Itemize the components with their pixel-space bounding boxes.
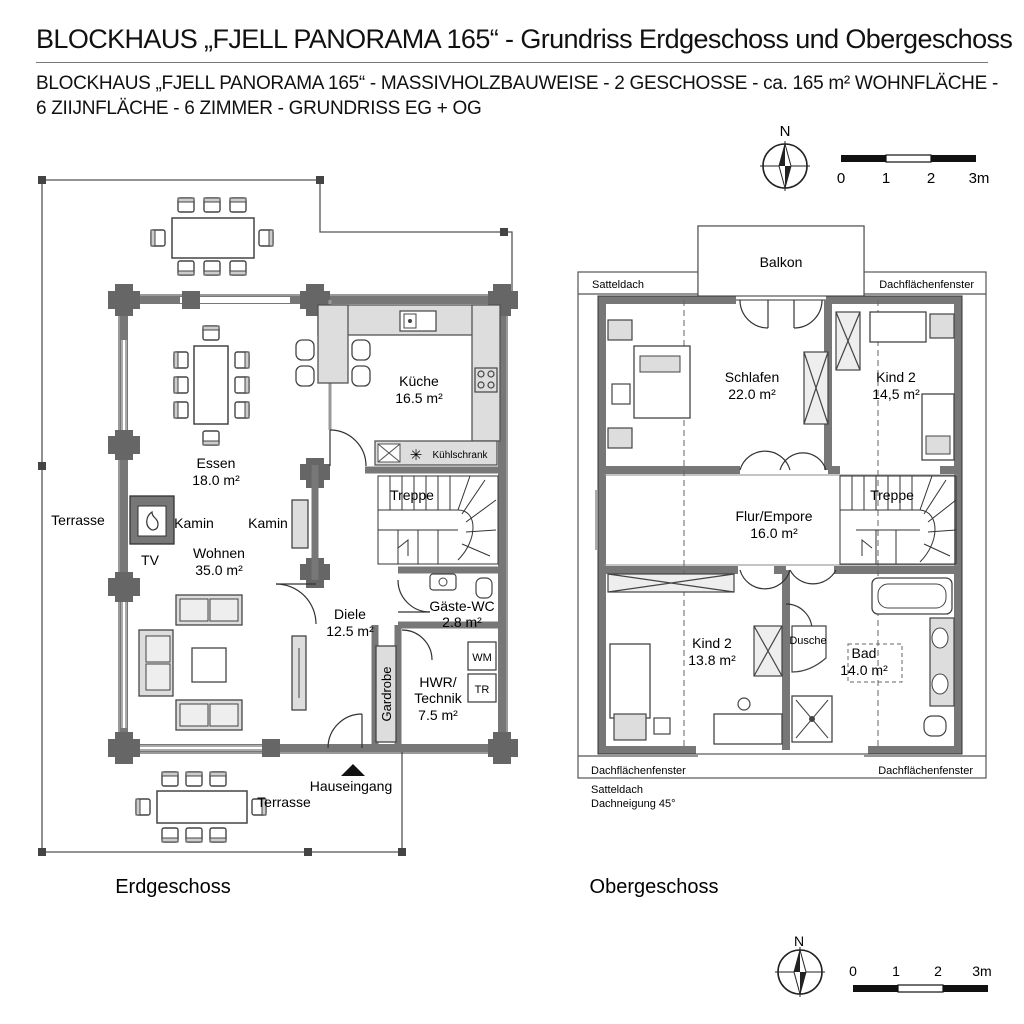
room-label-og-dachfenster-top: Dachflächenfenster bbox=[879, 279, 974, 291]
room-label-og-dachneigung: Dachneigung 45° bbox=[591, 798, 676, 810]
svg-text:✳: ✳ bbox=[410, 447, 423, 464]
subtitle-line-2: 6 ZIIJNFLÄCHE - 6 ZIMMER - GRUNDRISS EG … bbox=[36, 98, 482, 119]
room-label-og-schlafen-area: 22.0 m² bbox=[728, 386, 776, 402]
room-label-og-kind2-top: Kind 2 bbox=[876, 369, 916, 385]
room-label-og-flur: Flur/Empore bbox=[735, 508, 812, 524]
room-label-eg-tr: TR bbox=[475, 684, 490, 696]
room-label-og-dachfenster-bl: Dachflächenfenster bbox=[591, 765, 686, 777]
room-label-eg-essen: Essen bbox=[197, 455, 236, 471]
drawing-title: BLOCKHAUS „FJELL PANORAMA 165“ - Grundri… bbox=[36, 24, 1013, 54]
ground-floor-plan: ✳ Kühlschrank bbox=[38, 176, 518, 898]
room-label-og-satteldach-bottom: Satteldach bbox=[591, 784, 643, 796]
north-compass-top: N bbox=[760, 123, 810, 191]
room-label-og-schlafen: Schlafen bbox=[725, 369, 779, 385]
room-label-eg-diele-area: 12.5 m² bbox=[326, 623, 374, 639]
room-label-og-kind2-bottom-area: 13.8 m² bbox=[688, 652, 736, 668]
title-underline bbox=[36, 62, 988, 63]
room-label-eg-kamin-right: Kamin bbox=[248, 515, 288, 531]
room-label-scale-bottom-1: 1 bbox=[892, 963, 900, 979]
room-label-eg-hwr-line2: Technik bbox=[414, 690, 462, 706]
room-label-eg-tv: TV bbox=[141, 552, 160, 568]
room-label-og-treppe: Treppe bbox=[870, 487, 914, 503]
og-caption: Obergeschoss bbox=[590, 876, 719, 898]
room-label-eg-wohnen: Wohnen bbox=[193, 545, 245, 561]
subtitle-line-1: BLOCKHAUS „FJELL PANORAMA 165“ - MASSIVH… bbox=[36, 73, 998, 94]
room-label-og-dachfenster-br: Dachflächenfenster bbox=[878, 765, 973, 777]
room-label-eg-hwr-line1: HWR/ bbox=[419, 674, 456, 690]
scale-bar-bottom: 0 1 2 3m bbox=[849, 963, 992, 993]
room-label-eg-kueche-area: 16.5 m² bbox=[395, 390, 443, 406]
scale-bar-top: 0 1 2 3m bbox=[837, 154, 990, 187]
room-label-eg-wm: WM bbox=[472, 652, 492, 664]
room-label-scale-top-3: 3m bbox=[969, 170, 990, 187]
room-label-eg-hwr-area: 7.5 m² bbox=[418, 707, 458, 723]
room-label-eg-essen-area: 18.0 m² bbox=[192, 472, 240, 488]
room-label-eg-gaeste-wc: Gäste-WC bbox=[429, 598, 494, 614]
room-label-scale-top-2: 2 bbox=[927, 170, 935, 187]
room-label-og-dusche: Dusche bbox=[789, 635, 826, 647]
north-compass-bottom: N bbox=[775, 933, 825, 997]
room-label-scale-bottom-0: 0 bbox=[849, 963, 857, 979]
room-label-eg-wohnen-area: 35.0 m² bbox=[195, 562, 243, 578]
eg-caption: Erdgeschoss bbox=[115, 876, 231, 898]
room-label-og-satteldach-top: Satteldach bbox=[592, 279, 644, 291]
room-label-og-balkon: Balkon bbox=[760, 254, 803, 270]
room-label-eg-garderobe: Gardrobe bbox=[379, 667, 394, 722]
room-label-scale-bottom-3: 3m bbox=[972, 963, 991, 979]
room-label-og-kind2-bottom: Kind 2 bbox=[692, 635, 732, 651]
room-label-og-flur-area: 16.0 m² bbox=[750, 525, 798, 541]
room-label-og-bad: Bad bbox=[852, 645, 877, 661]
room-label-eg-diele: Diele bbox=[334, 606, 366, 622]
north-label: N bbox=[780, 123, 791, 140]
room-label-eg-terrasse-west: Terrasse bbox=[51, 512, 105, 528]
room-label-eg-hauseingang: Hauseingang bbox=[310, 778, 393, 794]
room-label-eg-treppe: Treppe bbox=[390, 487, 434, 503]
room-label-eg-gaeste-wc-area: 2.8 m² bbox=[442, 614, 482, 630]
room-label-north-label: N bbox=[794, 933, 804, 949]
room-label-og-bad-area: 14.0 m² bbox=[840, 662, 888, 678]
eg-kuehlschrank-label: Kühlschrank bbox=[432, 450, 488, 461]
room-label-eg-kueche: Küche bbox=[399, 373, 439, 389]
room-label-scale-top-0: 0 bbox=[837, 170, 845, 187]
room-label-og-kind2-top-area: 14,5 m² bbox=[872, 386, 920, 402]
room-label-eg-kamin-left: Kamin bbox=[174, 515, 214, 531]
room-label-scale-top-1: 1 bbox=[882, 170, 890, 187]
room-label-scale-bottom-2: 2 bbox=[934, 963, 942, 979]
room-label-eg-terrasse-south: Terrasse bbox=[257, 794, 311, 810]
